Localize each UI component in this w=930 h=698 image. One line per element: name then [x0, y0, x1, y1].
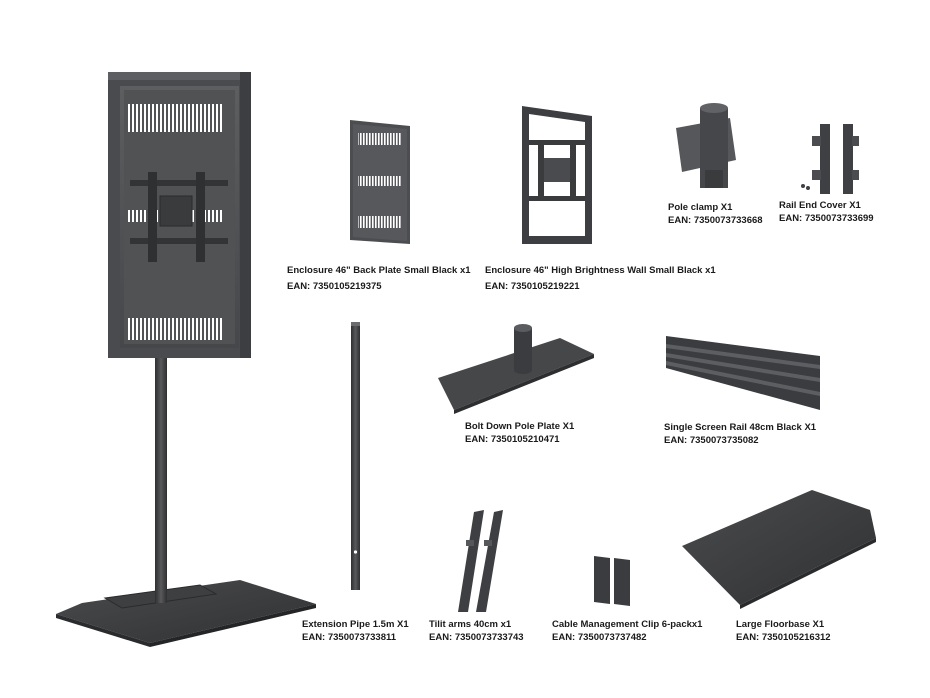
product-ean: EAN: 7350105210471 [465, 434, 560, 445]
product-name: Large Floorbase X1 [736, 619, 825, 630]
product-label-rail-end-cover: Rail End Cover X1 EAN: 7350073733699 [779, 199, 874, 225]
product-name: Single Screen Rail 48cm Black X1 [664, 422, 817, 433]
product-label-screen-rail: Single Screen Rail 48cm Black X1 EAN: 73… [664, 421, 816, 447]
product-name: Enclosure 46" High Brightness Wall Small… [485, 265, 716, 276]
cable-clip-image [594, 556, 630, 606]
large-floorbase-image [682, 490, 876, 609]
product-label-tilt-arms: Tilit arms 40cm x1 EAN: 7350073733743 [429, 618, 524, 644]
product-label-large-floorbase: Large Floorbase X1 EAN: 7350105216312 [736, 618, 831, 644]
product-name: Extension Pipe 1.5m X1 [302, 619, 409, 630]
single-screen-rail-image [666, 336, 820, 410]
product-ean: EAN: 7350073733699 [779, 213, 874, 224]
product-ean: EAN: 7350073737482 [552, 632, 647, 643]
product-ean: EAN: 7350105219221 [485, 281, 580, 292]
product-name: Bolt Down Pole Plate X1 [465, 421, 575, 432]
extension-pipe-image [351, 322, 360, 590]
product-name: Tilit arms 40cm x1 [429, 619, 512, 630]
product-label-bolt-down-plate: Bolt Down Pole Plate X1 EAN: 73501052104… [465, 420, 574, 446]
bolt-down-pole-plate-image [438, 324, 594, 414]
product-ean: EAN: 7350105216312 [736, 632, 831, 643]
product-ean: EAN: 7350105219375 [287, 281, 382, 292]
product-label-pole-clamp: Pole clamp X1 EAN: 7350073733668 [668, 201, 763, 227]
product-name: Rail End Cover X1 [779, 200, 861, 211]
product-label-wall-frame: Enclosure 46" High Brightness Wall Small… [485, 264, 716, 293]
product-name: Enclosure 46" Back Plate Small Black x1 [287, 265, 471, 276]
product-ean: EAN: 7350073733743 [429, 632, 524, 643]
pole-clamp-image [676, 103, 736, 188]
product-ean: EAN: 7350073733811 [302, 632, 397, 643]
enclosure-back-plate-image [350, 120, 410, 244]
product-name: Pole clamp X1 [668, 202, 733, 213]
enclosure-wall-frame-image [522, 106, 592, 244]
product-label-cable-clip: Cable Management Clip 6-packx1 EAN: 7350… [552, 618, 702, 644]
product-label-back-plate: Enclosure 46" Back Plate Small Black x1 … [287, 264, 471, 293]
tilt-arms-image [458, 510, 503, 612]
rail-end-cover-image [801, 124, 859, 194]
product-label-extension-pipe: Extension Pipe 1.5m X1 EAN: 735007373381… [302, 618, 409, 644]
product-ean: EAN: 7350073733668 [668, 215, 763, 226]
product-name: Cable Management Clip 6-packx1 [552, 619, 703, 630]
product-ean: EAN: 7350073735082 [664, 435, 759, 446]
complete-stand-assembly [56, 72, 316, 647]
